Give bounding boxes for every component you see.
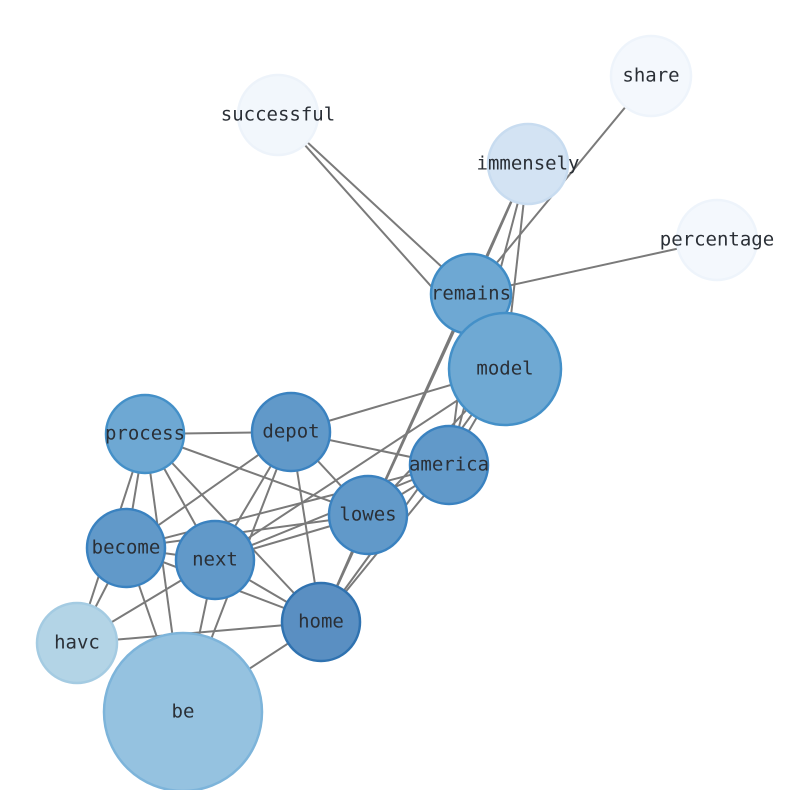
node-lowes <box>327 474 409 556</box>
node-next <box>174 519 256 601</box>
node-percentage <box>675 198 759 282</box>
edge-successful-remains <box>277 114 472 295</box>
node-label-process: process <box>105 423 185 445</box>
node-label-remains: remains <box>431 283 511 305</box>
node-be <box>102 631 264 790</box>
edge-model-next <box>214 368 506 561</box>
node-home <box>280 581 362 663</box>
edge-percentage-remains <box>470 239 718 295</box>
node-become <box>85 507 167 589</box>
edge-lowes-become <box>125 514 369 549</box>
node-immensely <box>486 122 570 206</box>
node-label-become: become <box>92 537 161 559</box>
node-label-model: model <box>476 358 533 380</box>
node-layer <box>35 34 759 790</box>
node-depot <box>250 391 332 473</box>
node-process <box>104 393 186 475</box>
node-model <box>447 311 563 427</box>
node-label-share: share <box>622 65 679 87</box>
node-label-immensely: immensely <box>477 153 580 175</box>
node-havc <box>35 601 119 685</box>
node-label-depot: depot <box>262 421 319 443</box>
node-label-havc: havc <box>54 632 100 654</box>
node-label-be: be <box>172 701 195 723</box>
node-label-lowes: lowes <box>339 504 396 526</box>
label-layer: share successful immensely percentage remain… <box>54 65 774 723</box>
edge-layer <box>76 75 718 713</box>
node-share <box>609 34 693 118</box>
node-label-america: america <box>409 454 489 476</box>
node-successful <box>236 73 320 157</box>
node-label-percentage: percentage <box>660 229 774 251</box>
node-label-successful: successful <box>221 104 335 126</box>
node-label-home: home <box>298 611 344 633</box>
edge-america-become <box>125 464 450 549</box>
node-label-next: next <box>192 549 238 571</box>
node-america <box>408 424 490 506</box>
